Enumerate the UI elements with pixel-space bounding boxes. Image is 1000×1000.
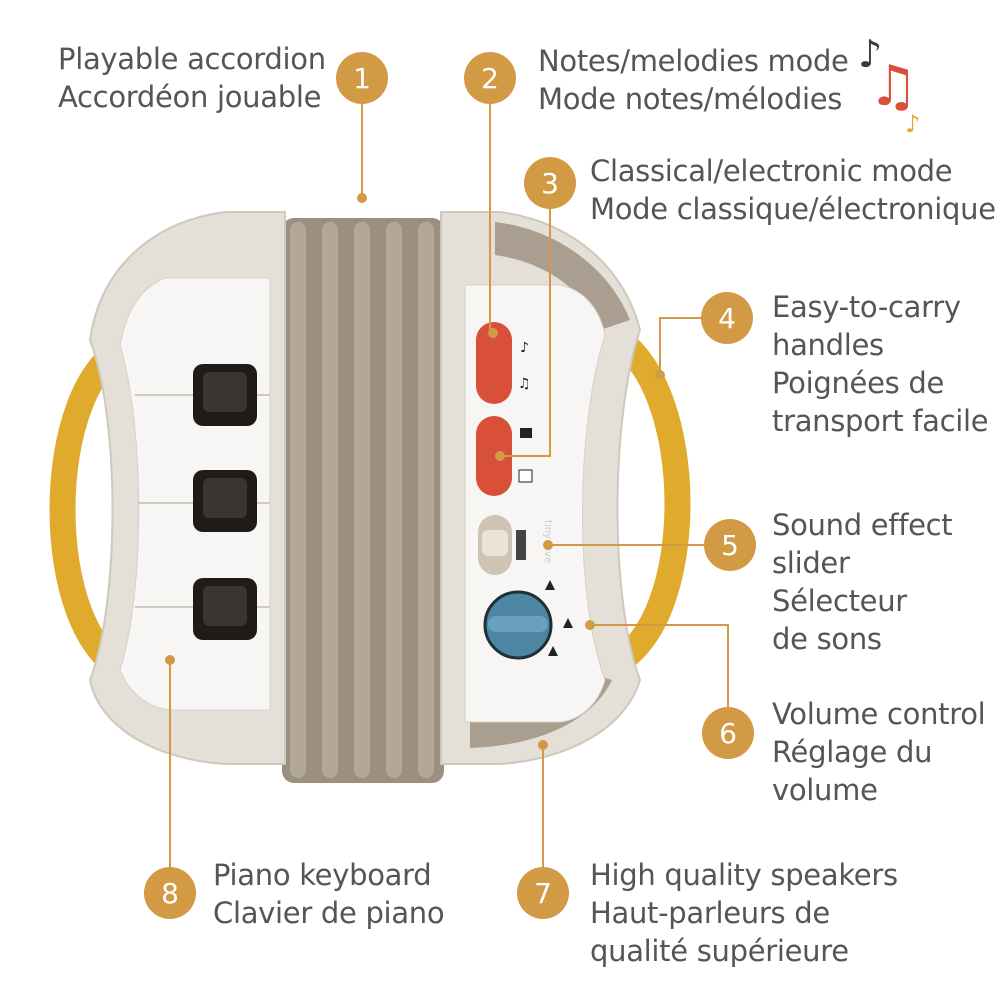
- label-line: slider: [772, 546, 850, 580]
- label-line: Volume control: [772, 697, 986, 731]
- label-line: Easy-to-carry: [772, 290, 961, 324]
- mode-button-notes: [476, 322, 512, 404]
- callout-badge-1: 1: [336, 52, 388, 104]
- label-speakers: High quality speakers Haut-parleurs de q…: [590, 856, 898, 970]
- double-music-note-icon: ♫: [868, 54, 919, 119]
- label-classical-mode: Classical/electronic mode Mode classique…: [590, 152, 996, 228]
- leader-lines: [169, 100, 729, 870]
- label-line: Clavier de piano: [213, 896, 445, 930]
- bellows: [282, 218, 444, 783]
- speaker-top: [495, 222, 630, 330]
- label-handles: Easy-to-carry handles Poignées de transp…: [772, 288, 989, 440]
- callout-badge-2: 2: [464, 52, 516, 104]
- label-piano: Piano keyboard Clavier de piano: [213, 856, 445, 932]
- label-line: Sélecteur: [772, 584, 907, 618]
- label-volume: Volume control Réglage du volume: [772, 695, 986, 809]
- label-notes-mode: Notes/melodies mode Mode notes/mélodies: [538, 42, 849, 118]
- label-line: Playable accordion: [58, 42, 326, 76]
- label-line: transport facile: [772, 404, 989, 438]
- label-accordion: Playable accordion Accordéon jouable: [58, 40, 326, 116]
- label-line: Notes/melodies mode: [538, 44, 849, 78]
- label-line: Accordéon jouable: [58, 80, 322, 114]
- callout-badge-4: 4: [701, 292, 753, 344]
- label-line: Haut-parleurs de: [590, 896, 830, 930]
- label-line: Sound effect: [772, 508, 953, 542]
- label-line: High quality speakers: [590, 858, 898, 892]
- label-line: Mode notes/mélodies: [538, 82, 843, 116]
- label-sound-slider: Sound effect slider Sélecteur de sons: [772, 506, 953, 658]
- callout-badge-8: 8: [144, 867, 196, 919]
- label-line: Piano keyboard: [213, 858, 432, 892]
- mode-button-classical: [476, 416, 512, 496]
- label-line: Mode classique/électronique: [590, 192, 996, 226]
- small-music-note-icon: ♪: [905, 110, 921, 138]
- callout-badge-5: 5: [704, 519, 756, 571]
- label-line: Classical/electronic mode: [590, 154, 953, 188]
- label-line: Poignées de: [772, 366, 945, 400]
- callout-badge-3: 3: [524, 157, 576, 209]
- label-line: volume: [772, 773, 878, 807]
- callout-badge-7: 7: [517, 867, 569, 919]
- label-line: de sons: [772, 622, 882, 656]
- label-line: handles: [772, 328, 884, 362]
- music-note-icon: ♪: [858, 32, 883, 76]
- svg-text:♪: ♪: [520, 340, 529, 356]
- label-line: Réglage du: [772, 735, 933, 769]
- callout-badge-6: 6: [702, 707, 754, 759]
- svg-text:♫: ♫: [518, 376, 531, 392]
- label-line: qualité supérieure: [590, 934, 849, 968]
- right-handle: [603, 323, 691, 678]
